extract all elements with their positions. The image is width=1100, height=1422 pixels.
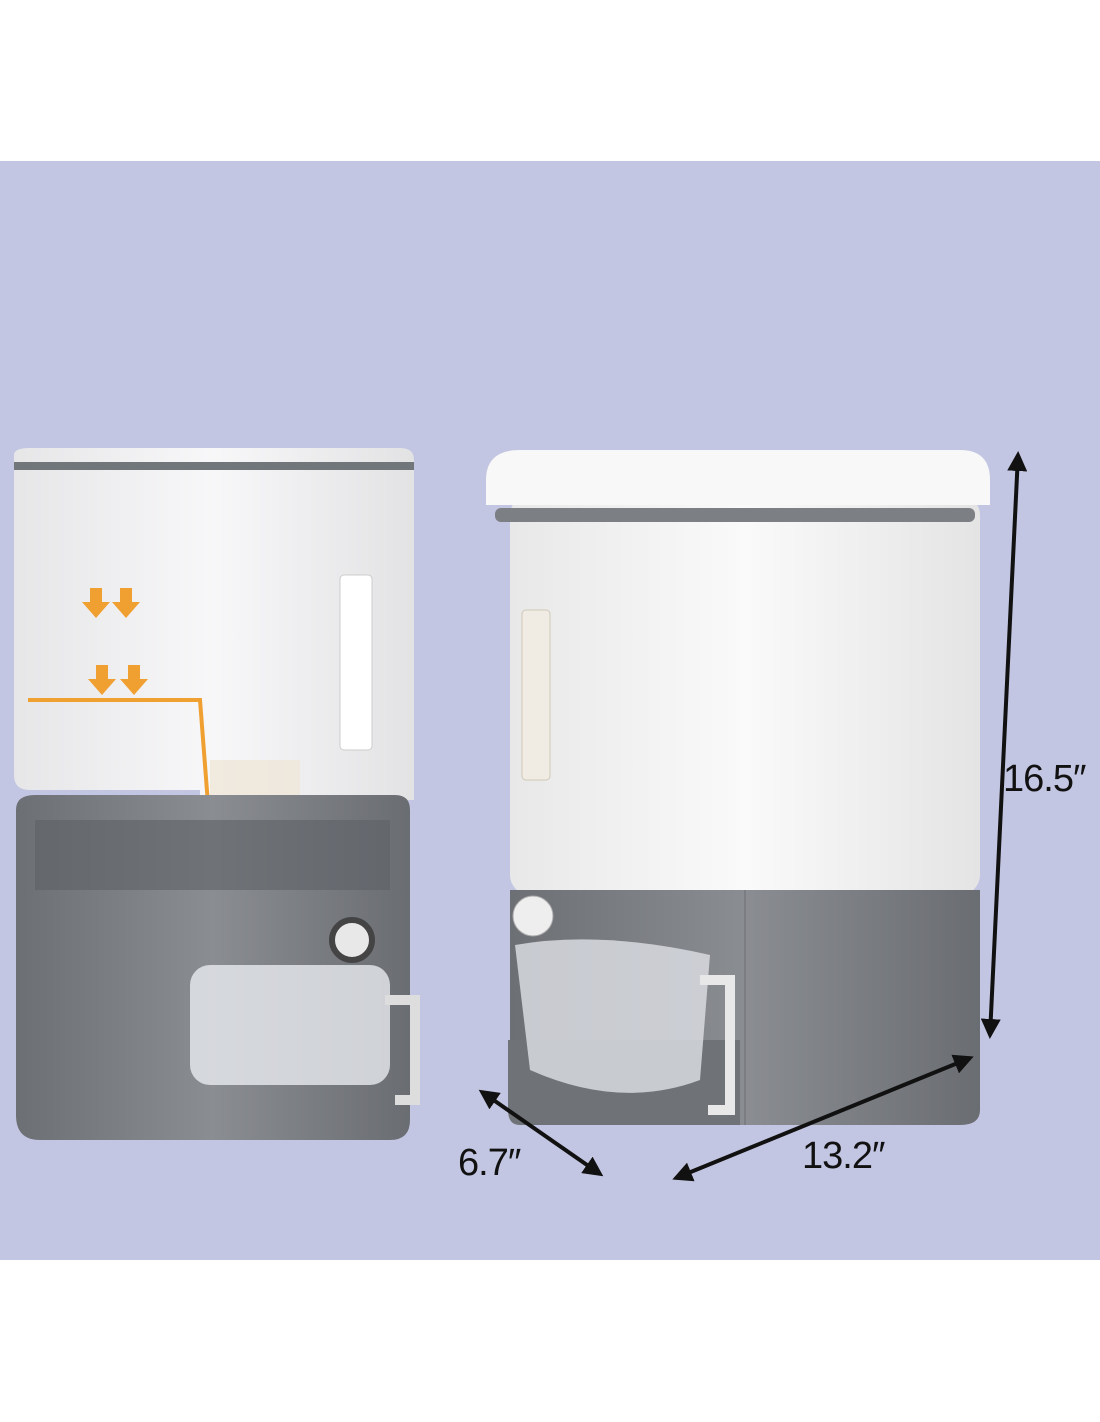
height-arrow (980, 451, 1028, 1039)
assembled-dispenser (486, 450, 990, 1125)
flow-arrow-icons (82, 588, 148, 695)
width-arrow (672, 1054, 974, 1182)
depth-arrow (478, 1089, 604, 1177)
height-label: 16.5″ (1003, 758, 1086, 800)
exploded-dispenser (14, 448, 420, 1140)
width-label: 13.2″ (802, 1135, 885, 1177)
depth-label: 6.7″ (458, 1142, 521, 1184)
